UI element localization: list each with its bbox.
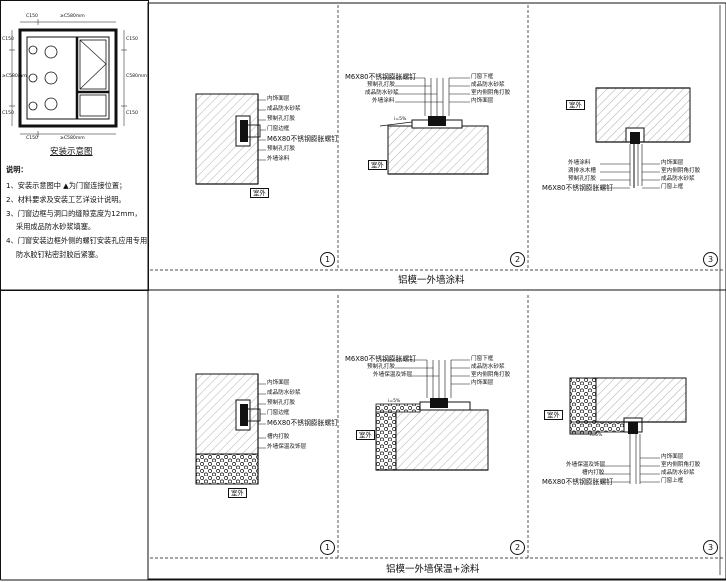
row-1-title: 铝模一外墙涂料 xyxy=(398,275,465,286)
note-line-1: 1、安装示意图中 ▲为门窗连接位置； xyxy=(6,181,127,190)
callout: 门窗上框 xyxy=(661,478,684,484)
callout: 外墙保温及饰层 xyxy=(267,444,307,450)
callout: 成品防水砂浆 xyxy=(267,106,301,112)
note-line-5: 4、门窗安装边框外侧的螺钉安装孔应用专用 xyxy=(6,236,148,245)
detail-r1-1-drawing xyxy=(195,93,261,185)
callout: 室内侧阴角打胶 xyxy=(661,462,701,468)
detail-number: 3 xyxy=(703,252,718,267)
room-label: 室外 xyxy=(368,160,387,171)
detail-number: 2 xyxy=(510,252,525,267)
callout: 外墙涂料 xyxy=(372,98,395,104)
dim-bottom-2: ≥C580mm xyxy=(60,136,85,141)
detail-number: 3 xyxy=(703,540,718,555)
callout: 成品防水砂浆 xyxy=(661,176,695,182)
room-label: 室外 xyxy=(250,188,269,199)
callout: 预制孔打胶 xyxy=(267,116,295,122)
callout: 内饰面层 xyxy=(471,98,494,104)
callout: 预制孔打胶 xyxy=(367,364,395,370)
dim-right-3: C150 xyxy=(126,111,138,116)
callout: 内饰面层 xyxy=(661,160,684,166)
window-overview-drawing xyxy=(9,19,127,137)
callout: 预制孔打胶 xyxy=(568,176,596,182)
room-label: 室外 xyxy=(356,430,375,441)
dim-left-2: ≥C580mm xyxy=(2,74,27,79)
callout: 槽内打胶 xyxy=(267,434,290,440)
callout: 门窗边框 xyxy=(267,410,290,416)
detail-r2-1-drawing xyxy=(195,373,261,485)
callout: M6X80不锈钢膨胀螺钉 xyxy=(345,355,417,363)
dim-top-1: C150 xyxy=(26,14,38,19)
overview-caption: 安装示意图 xyxy=(50,147,93,157)
row-2-title: 铝模一外墙保温+涂料 xyxy=(386,564,480,575)
detail-r2-3-drawing xyxy=(569,377,687,484)
detail-r1-2-drawing xyxy=(379,78,489,175)
callout: 内饰面层 xyxy=(267,380,290,386)
callout: 外墙保温及饰层 xyxy=(566,462,606,468)
dim-left-1: C150 xyxy=(2,37,14,42)
callout: 外墙涂料 xyxy=(568,160,591,166)
callout: M6X80不锈钢膨胀螺钉 xyxy=(542,184,614,192)
callout: M6X80不锈钢膨胀螺钉 xyxy=(345,73,417,81)
callout: 门窗上框 xyxy=(661,184,684,190)
note-line-2: 2、材料要求及安装工艺详设计说明。 xyxy=(6,195,126,204)
callout: 外墙保温及饰层 xyxy=(373,372,413,378)
callout: 预制孔打胶 xyxy=(267,146,295,152)
callout: 室内侧阴角打胶 xyxy=(471,90,511,96)
room-label: 室外 xyxy=(566,100,585,111)
callout: 槽内打胶 xyxy=(582,470,605,476)
callout: 室内侧阴角打胶 xyxy=(661,168,701,174)
dim-right-2: C580mm xyxy=(126,74,147,79)
room-label: 室外 xyxy=(544,410,563,421)
callout: 室内侧阴角打胶 xyxy=(471,372,511,378)
callout: 预制孔打胶 xyxy=(367,82,395,88)
callout: 外墙涂料 xyxy=(267,156,290,162)
callout: 门窗下框 xyxy=(471,356,494,362)
callout: 内饰面层 xyxy=(661,454,684,460)
leader-lines xyxy=(258,77,660,483)
detail-number: 1 xyxy=(320,540,335,555)
callout: 成品防水砂浆 xyxy=(471,82,505,88)
room-label: 室外 xyxy=(228,488,247,499)
slope-label: i=5% xyxy=(394,117,407,122)
callout: M6X80不锈钢膨胀螺钉 xyxy=(267,135,339,143)
detail-r2-2-drawing xyxy=(375,360,489,471)
callout: 成品防水砂浆 xyxy=(661,470,695,476)
detail-r1-3-drawing xyxy=(595,87,691,188)
slope-label: i=5% xyxy=(590,433,603,438)
detail-number: 1 xyxy=(320,252,335,267)
callout: M6X80不锈钢膨胀螺钉 xyxy=(542,478,614,486)
slope-label: i=5% xyxy=(388,399,401,404)
callout: 门窗边框 xyxy=(267,126,290,132)
dim-right-1: C150 xyxy=(126,37,138,42)
callout: 成品防水砂浆 xyxy=(471,364,505,370)
callout: 成品防水砂浆 xyxy=(267,390,301,396)
callout: 预制孔打胶 xyxy=(267,400,295,406)
dim-bottom-1: C150 xyxy=(26,136,38,141)
dim-top-2: ≥C580mm xyxy=(60,14,85,19)
detail-number: 2 xyxy=(510,540,525,555)
notes-heading: 说明： xyxy=(6,165,28,174)
callout: 门窗下框 xyxy=(471,74,494,80)
note-line-3: 3、门窗边框与洞口的缝隙宽度为12mm， xyxy=(6,209,142,218)
callout: 成品防水砂浆 xyxy=(365,90,399,96)
callout: 内饰面层 xyxy=(267,96,290,102)
dim-left-3: C150 xyxy=(2,111,14,116)
callout: 滴排水木槽 xyxy=(568,168,596,174)
note-line-6: 防水胶钉粘密封胶后紧塞。 xyxy=(16,250,103,259)
note-line-4: 采用成品防水砂浆填塞。 xyxy=(16,222,96,231)
callout: M6X80不锈钢膨胀螺钉 xyxy=(267,419,339,427)
callout: 内饰面层 xyxy=(471,380,494,386)
